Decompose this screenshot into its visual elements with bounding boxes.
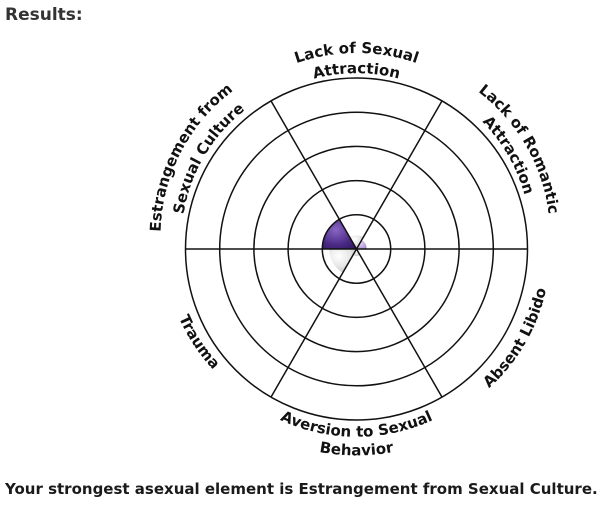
sector-aversion-to-sexual-behavior <box>353 249 360 256</box>
category-label-trauma: Trauma <box>175 312 223 373</box>
grid-spoke-2 <box>355 100 443 250</box>
grid-lines <box>184 77 529 421</box>
sector-lack-of-romantic-attraction <box>356 240 367 249</box>
results-heading: Results: <box>5 5 83 25</box>
result-summary: Your strongest asexual element is Estran… <box>5 480 598 498</box>
category-label-lack-of-sexual-attraction-line-2: Attraction <box>311 59 402 82</box>
category-label-absent-libido: Absent Libido <box>479 286 550 391</box>
category-label-aversion-to-sexual-behavior-line-1: Aversion to Sexual <box>278 407 435 441</box>
sector-lack-of-sexual-attraction <box>349 235 364 249</box>
grid-spoke-1 <box>270 100 358 250</box>
sector-trauma <box>329 249 357 273</box>
sector-estrangement-from-sexual-culture <box>322 219 357 249</box>
grid-spoke-4 <box>355 248 443 398</box>
grid-spoke-5 <box>270 248 358 398</box>
category-label-aversion-to-sexual-behavior-line-2: Behavior <box>318 438 395 459</box>
